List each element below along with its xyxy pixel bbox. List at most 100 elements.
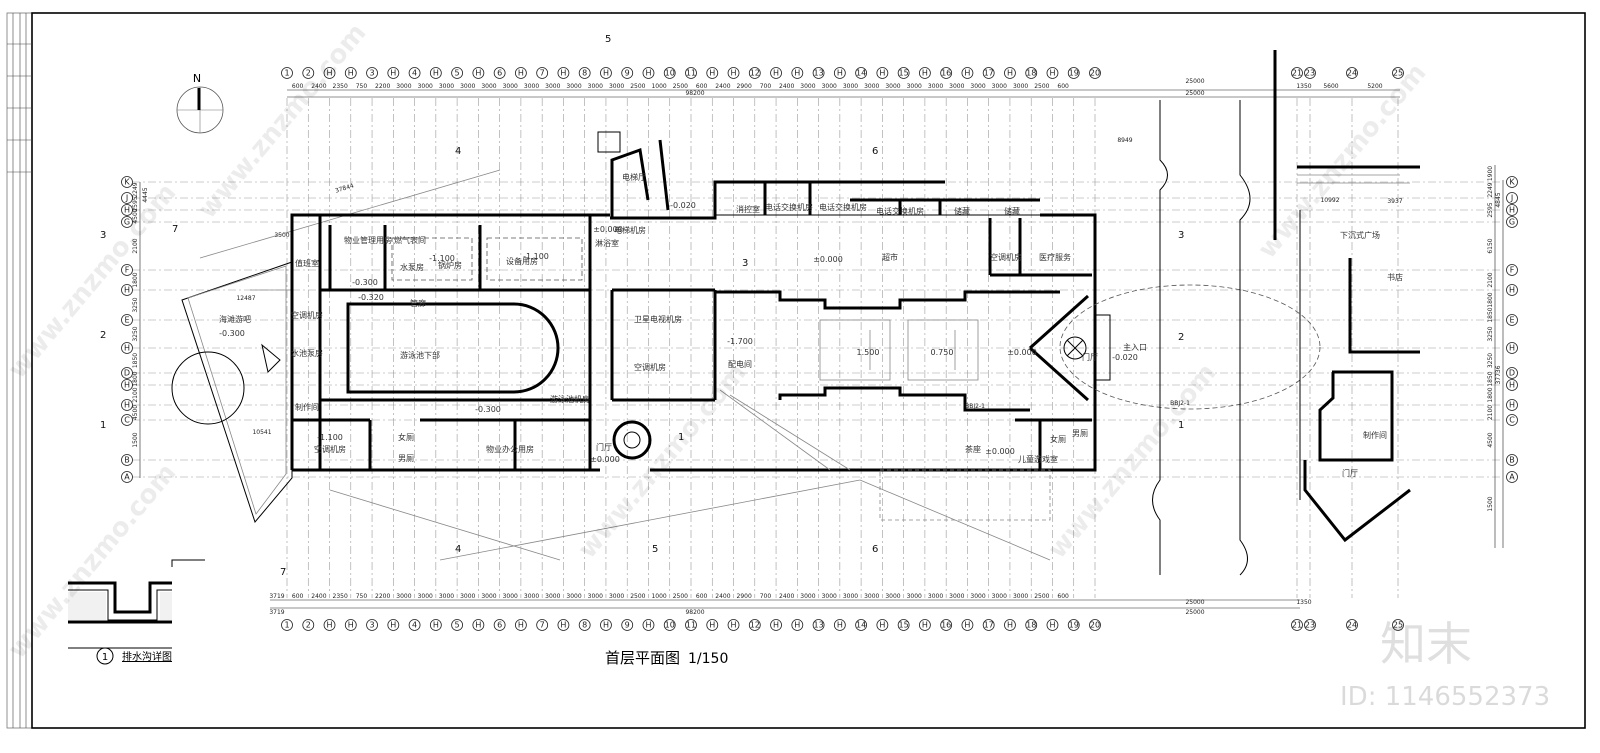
dim-segment: 750 — [356, 593, 368, 600]
axis-left-12-label: B — [124, 456, 130, 465]
axis-top-35-label: 18 — [1026, 69, 1036, 78]
dim-segment: 2400 — [715, 83, 730, 90]
axis-right-7-label: H — [1509, 344, 1515, 353]
dim-segment: 3000 — [800, 83, 815, 90]
elev-10: -1.700 — [727, 337, 753, 346]
room-lobby-right: 门厅 — [1342, 468, 1358, 478]
axis-bottom-18: 10 — [663, 619, 676, 631]
dim-segment: 3000 — [396, 593, 411, 600]
axis-right-top-2: 24 — [1346, 67, 1358, 79]
axis-right-0-label: K — [1509, 178, 1515, 187]
elev-6: -1.100 — [317, 433, 343, 442]
dim-segment: 3000 — [949, 83, 964, 90]
axis-top-20: H — [706, 67, 719, 79]
axis-top-37: 19 — [1067, 67, 1080, 79]
axis-top-25: 13 — [812, 67, 825, 79]
spiral-stair — [612, 420, 652, 460]
watermark-pattern: www.znzmo.com www.znzmo.com www.znzmo.co… — [2, 18, 1432, 664]
dim-segment: 2200 — [375, 83, 390, 90]
axis-top-16: 9 — [621, 67, 634, 79]
dim-vertical-left: 2249 — [132, 182, 139, 197]
axis-right-bottom-2: 24 — [1346, 619, 1358, 631]
room-property-mgmt: 物业管理用房 — [344, 235, 392, 245]
axis-top-14: 8 — [578, 67, 591, 79]
axis-bottom-23: H — [770, 619, 782, 631]
axis-top-9-label: H — [475, 69, 481, 78]
dim-segment: 2400 — [779, 83, 794, 90]
axis-right-12-label: B — [1509, 456, 1515, 465]
ramp-lines — [329, 389, 1051, 561]
axis-top-38: 20 — [1089, 67, 1101, 79]
room-pump: 水泵房 — [400, 262, 424, 272]
right-dim-3: 5200 — [1367, 83, 1382, 90]
axis-top-24-label: H — [794, 69, 800, 78]
axis-left-5: H — [121, 284, 133, 296]
axis-left-12: B — [121, 454, 133, 466]
axis-top-3-label: H — [348, 69, 354, 78]
axis-right-8: D — [1506, 367, 1518, 379]
axis-right-bottom-1: 23 — [1304, 619, 1316, 631]
axis-bottom-25-label: 13 — [813, 621, 823, 630]
axis-top-17: H — [642, 67, 655, 79]
axis-bottom-33: 17 — [982, 619, 995, 631]
gap-dim-bottom-2: 25000 — [1185, 609, 1204, 616]
axis-bottom-26: H — [833, 619, 846, 631]
dim-vertical-left: 3250 — [132, 297, 139, 312]
dim-segment: 3000 — [481, 83, 496, 90]
elev-12: 0.750 — [931, 348, 954, 357]
axis-grid-lines — [132, 98, 1500, 598]
drawing-scale: 1/150 — [688, 651, 728, 667]
dim-segment: 3000 — [588, 593, 603, 600]
axis-left-11-label: C — [124, 416, 130, 425]
equipment-room-pit — [486, 237, 583, 281]
axis-bottom-3: H — [344, 619, 357, 631]
axis-bottom-14: 8 — [578, 619, 591, 631]
dim-segment: 3000 — [1013, 593, 1028, 600]
axis-top-8-label: 5 — [455, 69, 460, 78]
section-4-top: 4 — [455, 146, 461, 157]
dim-segment: 3000 — [992, 83, 1007, 90]
axis-top-13-label: H — [560, 69, 566, 78]
axis-top-20-label: H — [709, 69, 715, 78]
axis-bottom-34: H — [1004, 619, 1016, 631]
dim-segment: 3000 — [864, 83, 879, 90]
dim-segment: 750 — [356, 83, 368, 90]
axis-right-13-label: A — [1509, 473, 1515, 482]
section-5-top: 5 — [605, 34, 611, 45]
axis-right-2-label: H — [1509, 206, 1515, 215]
section-1-left: 1 — [100, 420, 106, 431]
axis-top-15: H — [600, 67, 612, 79]
elev-11: 1.500 — [857, 348, 880, 357]
axis-top-29-label: 15 — [899, 69, 909, 78]
dim-segment: 3000 — [503, 83, 518, 90]
axis-right-11: C — [1506, 414, 1518, 426]
axis-bottom-7: H — [429, 619, 442, 631]
room-sunken-plaza: 下沉式广场 — [1340, 230, 1380, 240]
dim-misc: 3937 — [1387, 198, 1402, 205]
room-satellite: 卫星电视机房 — [634, 314, 682, 324]
room-duty: 值班室 — [295, 258, 319, 268]
title-block-strip — [7, 13, 32, 728]
axis-right-bottom-0-label: 21 — [1292, 621, 1302, 630]
axis-right-bottom-0: 21 — [1291, 619, 1303, 631]
north-arrow-icon: N — [176, 72, 224, 134]
axis-left-7: H — [121, 342, 133, 354]
axis-right-top-1-label: 23 — [1305, 69, 1315, 78]
axis-bottom-7-label: H — [433, 621, 439, 630]
dim-segment: 3000 — [439, 83, 454, 90]
north-label: N — [193, 72, 201, 85]
dim-vertical-right: 2249 — [1487, 182, 1494, 197]
axis-right-bottom-1-label: 23 — [1305, 621, 1315, 630]
dim-segment: 3000 — [800, 593, 815, 600]
dim-misc: 10992 — [1320, 197, 1339, 204]
watermark-brand-logo: 知末 — [1380, 617, 1472, 671]
dim-segment: 2500 — [1034, 83, 1049, 90]
axis-left-2: H — [121, 204, 133, 216]
axis-top-25-label: 13 — [813, 69, 823, 78]
axis-top-27-label: 14 — [856, 69, 866, 78]
axis-left-5-label: H — [124, 286, 130, 295]
axis-top-35: 18 — [1025, 67, 1038, 79]
dim-vertical-right: 1850 — [1487, 307, 1494, 322]
axis-right-13: A — [1506, 471, 1518, 483]
dim-segment: 2350 — [333, 593, 348, 600]
